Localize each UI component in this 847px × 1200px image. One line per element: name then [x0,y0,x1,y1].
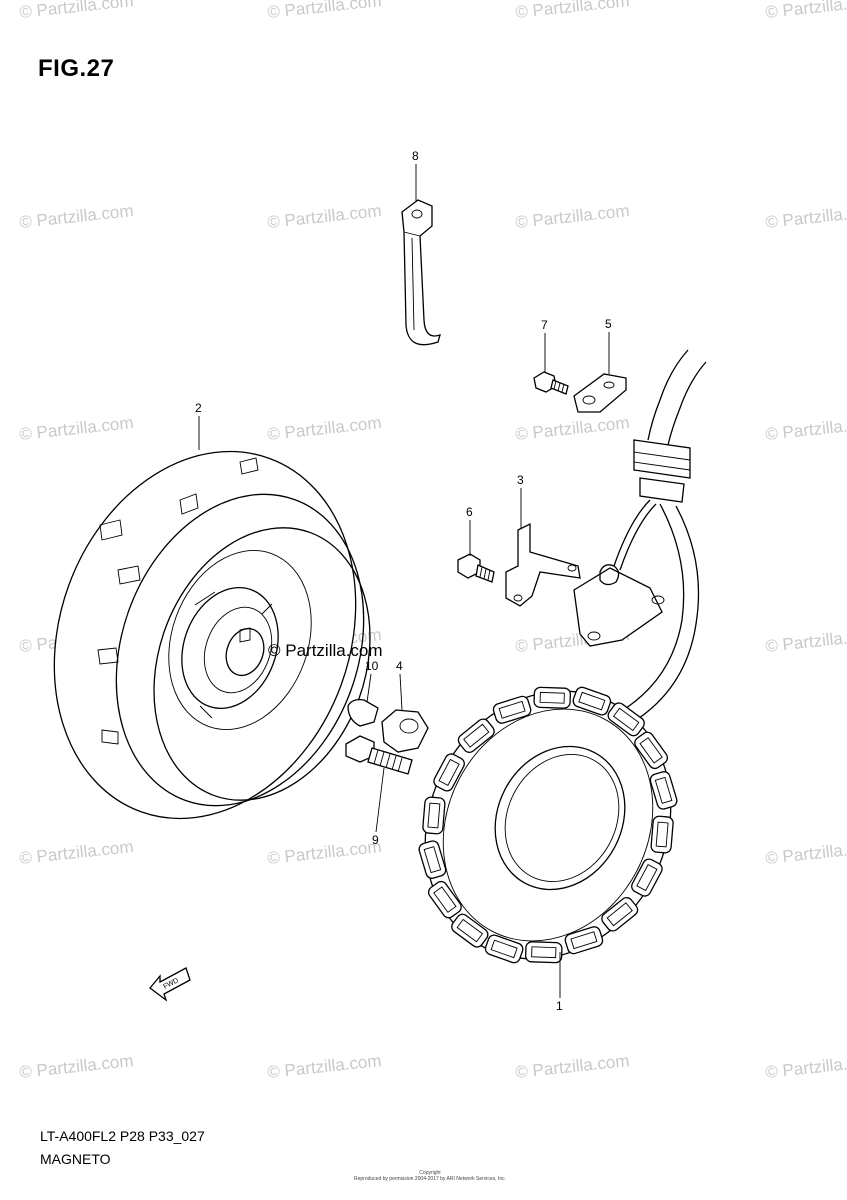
watermark-text: © Partzilla.com [764,837,847,868]
stator-winding [463,723,490,748]
callout-9: 9 [372,767,385,847]
part-1-stator[interactable] [379,648,717,1002]
part-9-bolt[interactable] [345,735,413,775]
stator-winding [490,939,518,959]
callout-2: 2 [195,401,202,450]
stator-pole [525,941,563,964]
watermark-text: © Partzilla.com [764,0,847,22]
part-4-nut[interactable] [381,709,429,753]
callout-number: 6 [466,505,473,519]
center-watermark: © Partzilla.com [268,641,383,660]
stator-winding [438,758,460,786]
watermark-text: © Partzilla.com [764,1051,847,1082]
watermark-text: © Partzilla.com [18,837,134,868]
part-8-bracket-strap[interactable] [401,199,441,346]
watermark-text: © Partzilla.com [764,413,847,444]
callout-8: 8 [412,149,419,202]
callout-number: 3 [517,473,524,487]
stator-winding [606,902,633,927]
figure-title: FIG.27 [38,55,115,82]
watermark-text: © Partzilla.com [18,201,134,232]
watermark-text: © Partzilla.com [266,201,382,232]
stator-winding [427,802,441,829]
copyright-line-1: Copyright [419,1170,441,1176]
stator-pole [492,695,532,724]
callout-7: 7 [541,318,548,372]
part-2-rotor[interactable] [4,409,406,862]
stator-pole [418,840,447,879]
watermark-text: © Partzilla.com [514,1051,630,1082]
stator-winding [578,691,606,711]
part-10-key[interactable] [347,698,379,727]
stator-pole [650,815,674,854]
part-7-bolt[interactable] [533,371,569,395]
stator-winding [612,707,640,732]
callout-number: 4 [396,659,403,673]
stator-pole [533,686,571,709]
stator-winding [639,737,663,764]
model-code: LT-A400FL2 P28 P33_027 [40,1128,205,1144]
part-3-sensor-bracket[interactable] [505,499,665,647]
part-6-bolt[interactable] [457,553,495,583]
callout-10: 10 [365,659,379,703]
stator-winding [539,691,565,704]
callout-number: 9 [372,833,379,847]
stator-pole [422,796,446,835]
stator-pole [572,686,612,716]
wire-harness [619,349,707,725]
callout-number: 8 [412,149,419,163]
copyright-line-2: Reproduced by permission 2004-2017 by AR… [353,1176,507,1182]
callout-number: 5 [605,317,612,331]
stator-poles [418,686,678,964]
watermark-text: © Partzilla.com [266,1051,382,1082]
callout-3: 3 [517,473,524,528]
stator-pole [649,771,678,810]
watermark-text: © Partzilla.com [764,625,847,656]
watermark-text: © Partzilla.com [514,0,630,22]
watermark-text: © Partzilla.com [18,413,134,444]
callout-5: 5 [605,317,612,374]
stator-winding [570,931,598,950]
watermark-text: © Partzilla.com [514,413,630,444]
section-name: MAGNETO [40,1151,111,1167]
copyright-notice: Copyright Reproduced by permission 2004-… [340,1170,520,1182]
callout-number: 10 [365,659,379,673]
part-5-clamp-plate[interactable] [573,373,627,413]
callout-6: 6 [466,505,473,556]
callout-number: 7 [541,318,548,332]
watermark-text: © Partzilla.com [514,201,630,232]
stator-pole [564,926,604,955]
watermark-text: © Partzilla.com [266,837,382,868]
stator-winding [423,846,442,874]
stator-winding [531,946,557,959]
callout-number: 1 [556,999,563,1013]
stator-winding [655,821,669,848]
stator-winding [636,864,658,892]
stator-winding [456,918,484,943]
callout-number: 2 [195,401,202,415]
watermark-text: © Partzilla.com [266,413,382,444]
stator-winding [498,700,526,719]
callout-1: 1 [556,952,563,1013]
watermark-text: © Partzilla.com [764,201,847,232]
watermark-text: © Partzilla.com [18,1051,134,1082]
callout-4: 4 [396,659,403,711]
stator-winding [654,776,673,804]
fwd-direction-arrow: FWD [149,967,191,1002]
stator-winding [433,886,457,913]
watermark-text: © Partzilla.com [266,0,382,22]
watermark-text: © Partzilla.com [18,0,134,22]
stator-pole [484,934,524,964]
